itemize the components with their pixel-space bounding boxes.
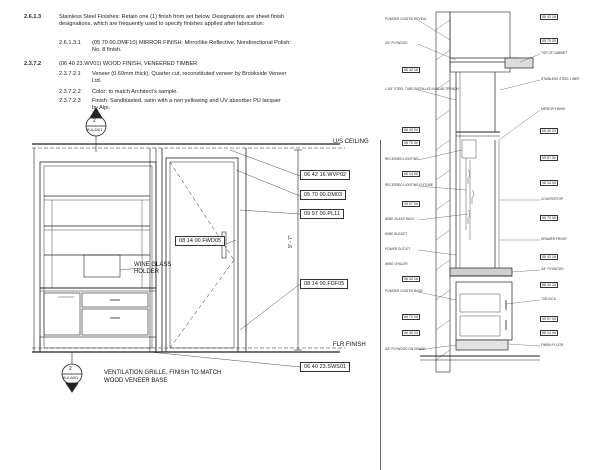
sheet-divider — [380, 140, 381, 470]
section-rnote-2: STAINLESS STEEL LINER — [541, 77, 580, 81]
section-tag-r2: 05 70 00 — [540, 38, 558, 44]
section-rnote-7: TOE KICK — [541, 297, 556, 301]
spec-text-4: Veneer (0.60mm thick), Quarter cut, reco… — [92, 71, 287, 84]
spec-num-3: 2.3.7.2 — [24, 61, 42, 67]
spec-text-1: Stainless Steel Finishes: Retain one (1)… — [59, 14, 285, 27]
section-note-3: 1 3/8" STEEL TUBE INSTALLED IN SLAB TREN… — [385, 87, 459, 91]
section-tag-r10: 08 14 00 — [540, 330, 558, 336]
section-tag-l4: 08 14 00 — [402, 171, 420, 177]
spec-text-2: (05 70 00.DMF10) MIRROR FINISH: Mirrorli… — [92, 40, 291, 53]
spec-text-6: Finish: Sandblasted, satin with a non ye… — [92, 98, 281, 111]
section-note-7: WINE BUCKET — [385, 232, 408, 236]
finish-tag-4: 08 14 00.FWD05 — [175, 236, 226, 246]
section-tag-r1: 06 42 16 — [540, 14, 558, 20]
section-rnote-6: 3/4" PLYWOOD — [541, 267, 564, 271]
section-rnote-3: MIRROR FINISH — [541, 107, 566, 111]
wine-glass-holder-label: WINE GLASS HOLDER — [134, 262, 172, 275]
section-note-1: POWDER COATED REVEAL — [385, 17, 427, 21]
spec-num-2: 2.6.1.3.1 — [59, 40, 81, 46]
finish-tag-1: 06 42 16.WVP02 — [300, 170, 351, 180]
section-tag-l5: 09 97 00 — [402, 201, 420, 207]
section-tag-r7: 06 42 16 — [540, 254, 558, 260]
section-rnote-8: FINISH FLOOR — [541, 343, 564, 347]
finish-tag-6: 06 40 23.SWS01 — [300, 362, 351, 372]
section-note-4: RECESSED LIGHTING — [385, 157, 419, 161]
ventilation-note: VENTILATION GRILLE, FINISH TO MATCH WOOD… — [104, 370, 222, 384]
section-tag-r4: 09 97 00 — [540, 155, 558, 161]
section-tag-r9: 09 97 00 — [540, 316, 558, 322]
section-note-8: POWER OUTLET — [385, 247, 411, 251]
section-bottom-ref: B.A.60/1 — [63, 375, 79, 380]
section-rnote-5: DRAWER FRONT — [541, 237, 567, 241]
section-tag-r5: 08 14 00 — [540, 180, 558, 186]
section-tag-l7: 05 70 00 — [402, 314, 420, 320]
floor-label: FLR FINISH — [333, 342, 366, 348]
section-rnote-1: TOP OF CABINET — [541, 51, 568, 55]
section-note-2: 3/4" PLYWOOD — [385, 41, 408, 45]
finish-tag-2: 05 70 00.DM03 — [300, 190, 347, 200]
ceiling-label: U/S CEILING — [333, 139, 369, 145]
section-top-number: 2 — [93, 118, 96, 124]
section-rnote-4: COUNTERTOP — [541, 197, 564, 201]
section-note-9: WINE CHILLER — [385, 262, 408, 266]
section-tag-l8: 06 40 23 — [402, 330, 420, 336]
section-top-ref: B.A.60/1 — [87, 127, 103, 132]
section-tag-l1: 06 42 16 — [402, 67, 420, 73]
finish-tag-3: 09 97 00.PL11 — [300, 209, 344, 219]
spec-num-5: 2.3.7.2.2 — [59, 89, 81, 95]
section-tag-l3: 05 70 00 — [402, 140, 420, 146]
section-tag-r3: 06 40 23 — [540, 128, 558, 134]
section-tag-l2: 06 40 23 — [402, 127, 420, 133]
section-note-10: POWDER COATED BASE — [385, 289, 423, 293]
finish-tag-5: 08 14 00.FDF05 — [300, 279, 349, 289]
section-note-6: WINE GLASS RACK — [385, 217, 415, 221]
spec-num-4: 2.3.7.2.1 — [59, 71, 81, 77]
spec-num-6: 2.3.7.2.3 — [59, 98, 81, 104]
section-note-11: 3/4" PLYWOOD ON GRADE — [385, 347, 426, 351]
section-tag-r8: 06 40 23 — [540, 282, 558, 288]
spec-num-1: 2.6.1.3 — [24, 14, 42, 20]
spec-text-5: Color: to match Architect's sample. — [92, 89, 178, 95]
section-note-5: RECESSED LIGHTING FIXTURE — [385, 183, 433, 187]
spec-text-3: (06 40 23.WV01) WOOD FINISH, VENEERED TI… — [59, 61, 198, 67]
section-tag-r6: 05 70 00 — [540, 215, 558, 221]
section-tag-l6: 06 42 16 — [402, 276, 420, 282]
section-bottom-number: 2 — [69, 366, 72, 372]
